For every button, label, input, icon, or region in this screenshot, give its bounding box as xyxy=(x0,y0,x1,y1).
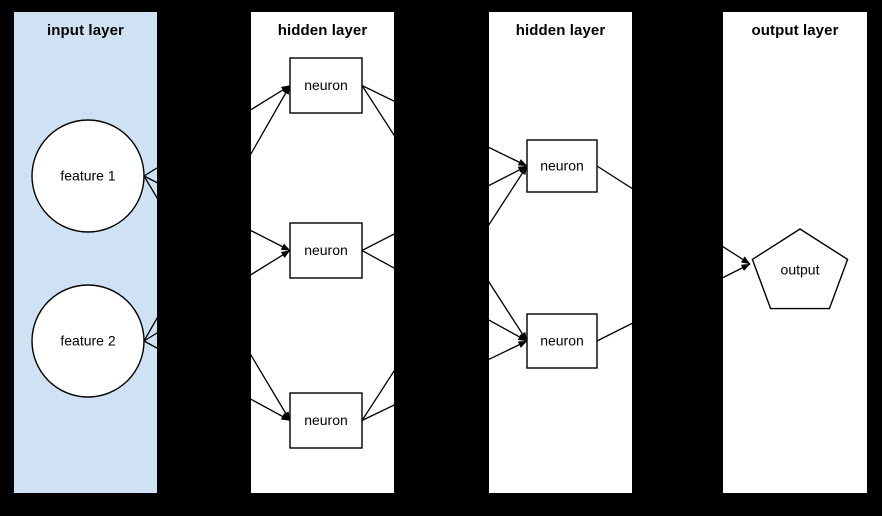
connection-hidden-1-2-to-hidden-2-1 xyxy=(361,340,528,422)
connection-input-0-to-hidden-1-2 xyxy=(143,175,291,421)
network-nodes: feature 1 feature 2 neuron neuron neuron neur… xyxy=(31,57,849,449)
node-label-input-1: feature 2 xyxy=(60,333,115,349)
node-hidden-1-2[interactable]: neuron xyxy=(289,392,363,449)
connection-hidden-1-1-to-hidden-2-1 xyxy=(361,249,528,342)
node-input-1[interactable]: feature 2 xyxy=(31,284,145,398)
connection-input-1-to-hidden-1-2 xyxy=(143,340,291,422)
connection-edges xyxy=(143,84,751,422)
node-label-hidden-2-1: neuron xyxy=(540,333,584,349)
node-label-hidden-1-2: neuron xyxy=(304,412,348,428)
connection-hidden-2-1-to-output-0 xyxy=(596,263,751,342)
node-label-hidden-1-1: neuron xyxy=(304,242,348,258)
connection-input-1-to-hidden-1-0 xyxy=(143,85,291,342)
layer-title-hidden-2: hidden layer xyxy=(515,22,606,39)
connection-hidden-1-2-to-hidden-2-0 xyxy=(361,165,528,421)
layer-title-input: input layer xyxy=(47,22,124,39)
node-label-input-0: feature 1 xyxy=(60,168,115,184)
node-input-0[interactable]: feature 1 xyxy=(31,119,145,233)
node-label-output-0: output xyxy=(781,262,820,278)
node-hidden-1-0[interactable]: neuron xyxy=(289,57,363,114)
layer-box-hidden-2 xyxy=(488,11,633,494)
connection-hidden-2-0-to-output-0 xyxy=(596,165,751,265)
node-hidden-2-0[interactable]: neuron xyxy=(526,139,598,193)
node-hidden-2-1[interactable]: neuron xyxy=(526,313,598,369)
layer-box-input xyxy=(13,11,158,494)
node-label-hidden-2-0: neuron xyxy=(540,158,584,174)
connection-hidden-1-0-to-hidden-2-0 xyxy=(361,84,528,167)
connection-input-1-to-hidden-1-1 xyxy=(143,249,291,342)
connection-input-0-to-hidden-1-0 xyxy=(143,84,291,177)
layer-title-hidden-1: hidden layer xyxy=(277,22,368,39)
node-output-0[interactable]: output xyxy=(751,228,849,310)
node-label-hidden-1-0: neuron xyxy=(304,77,348,93)
connection-hidden-1-1-to-hidden-2-0 xyxy=(361,165,528,252)
connection-hidden-1-0-to-hidden-2-1 xyxy=(361,85,528,342)
layer-title-output: output layer xyxy=(751,22,839,39)
node-hidden-1-1[interactable]: neuron xyxy=(289,222,363,279)
